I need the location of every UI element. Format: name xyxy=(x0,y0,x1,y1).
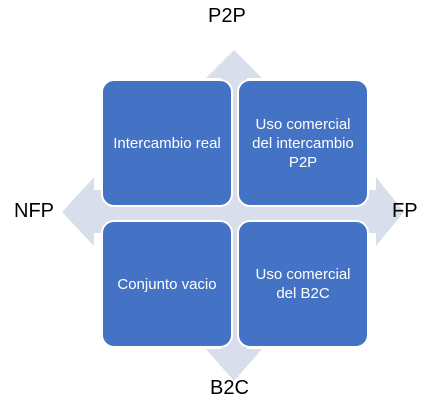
quadrant-top-left: Intercambio real xyxy=(101,79,233,207)
quadrant-bottom-right-label: Uso comercial del B2C xyxy=(255,266,351,302)
quadrant-bottom-left-label: Conjunto vacio xyxy=(117,275,217,293)
four-way-arrow xyxy=(62,50,404,381)
quadrant-bottom-right: Uso comercial del B2C xyxy=(237,220,369,348)
quadrant-top-right-label: Uso comercial del intercambio P2P xyxy=(252,115,354,171)
axis-label-top: P2P xyxy=(208,5,246,27)
quadrant-top-left-label: Intercambio real xyxy=(113,134,221,152)
quadrant-top-right: Uso comercial del intercambio P2P xyxy=(237,79,369,207)
axis-label-bottom: B2C xyxy=(210,377,249,399)
axis-label-right: FP xyxy=(392,200,418,222)
axis-label-left: NFP xyxy=(14,200,54,222)
quadrant-bottom-left: Conjunto vacio xyxy=(101,220,233,348)
